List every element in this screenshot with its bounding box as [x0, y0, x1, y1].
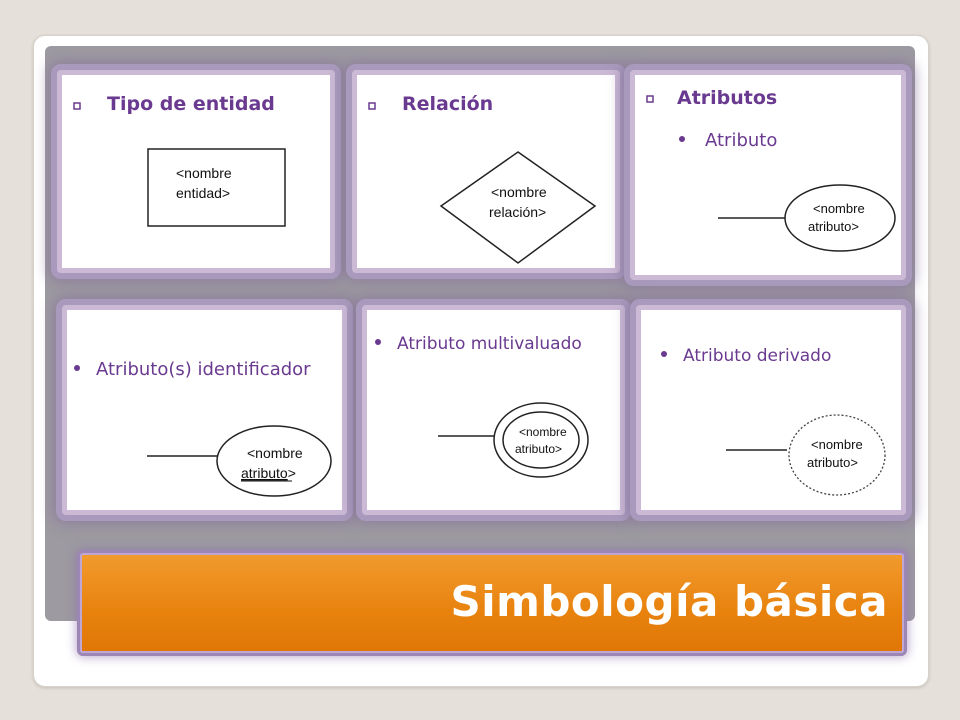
multivalued-heading: Atributo multivaluado: [397, 334, 582, 354]
multivalued-attribute-diagram: Atributo multivaluado <nombre atributo>: [375, 334, 589, 478]
relationship-diamond: [439, 151, 597, 264]
attributes-diagram: Atributos Atributo <nombre atributo>: [646, 87, 896, 252]
round-bullet-icon: [74, 365, 80, 371]
derived-label-line1: <nombre: [811, 437, 863, 452]
relationship-diagram: Relación <nombre relación>: [368, 93, 597, 264]
entity-type-heading: Tipo de entidad: [107, 93, 275, 115]
attribute-ellipse: [784, 184, 896, 252]
attributes-subheading: Atributo: [705, 130, 777, 151]
square-bullet-icon: [368, 102, 376, 110]
panel-attributes: Atributos Atributo <nombre atributo>: [630, 70, 906, 280]
entity-label-line1: <nombre: [176, 165, 232, 181]
relationship-heading: Relación: [402, 93, 493, 115]
multivalued-label-line2: atributo>: [515, 442, 562, 456]
multivalued-label-line1: <nombre: [519, 425, 567, 439]
round-bullet-icon: [375, 339, 381, 345]
relationship-label-line2: relación>: [489, 204, 546, 220]
derived-heading: Atributo derivado: [683, 346, 831, 366]
entity-rectangle: [147, 148, 286, 227]
identifier-attribute-diagram: Atributo(s) identificador <nombre atribu…: [74, 359, 332, 497]
slide-title: Simbología básica: [450, 577, 888, 626]
panel-derived-attribute: Atributo derivado <nombre atributo>: [636, 305, 906, 515]
identifier-ellipse: [216, 425, 332, 497]
identifier-label-suffix: >: [288, 465, 296, 481]
round-bullet-icon: [661, 351, 667, 357]
identifier-underlined-key: atributo: [241, 465, 288, 481]
derived-label-line2: atributo>: [807, 455, 858, 470]
attribute-label-line1: <nombre: [813, 201, 865, 216]
identifier-label-line1: <nombre: [247, 445, 303, 461]
entity-label-line2: entidad>: [176, 185, 230, 201]
square-bullet-icon: [646, 95, 654, 103]
attributes-heading: Atributos: [677, 87, 777, 109]
identifier-label-line2: atributo>: [241, 465, 296, 481]
panel-identifier-attribute: Atributo(s) identificador <nombre atribu…: [62, 305, 347, 515]
panel-entity-type: Tipo de entidad <nombre entidad>: [57, 70, 335, 273]
slide-title-bar: Simbología básica: [80, 553, 904, 653]
entity-type-diagram: Tipo de entidad <nombre entidad>: [73, 93, 286, 227]
round-bullet-icon: [679, 136, 685, 142]
multivalued-inner-ellipse: [502, 411, 580, 469]
square-bullet-icon: [73, 102, 81, 110]
derived-dashed-ellipse: [788, 414, 886, 496]
attribute-label-line2: atributo>: [808, 219, 859, 234]
panel-multivalued-attribute: Atributo multivaluado <nombre atributo>: [362, 305, 625, 515]
panel-relationship: Relación <nombre relación>: [352, 70, 620, 273]
identifier-heading: Atributo(s) identificador: [96, 359, 311, 380]
relationship-label-line1: <nombre: [491, 184, 547, 200]
derived-attribute-diagram: Atributo derivado <nombre atributo>: [661, 346, 886, 496]
